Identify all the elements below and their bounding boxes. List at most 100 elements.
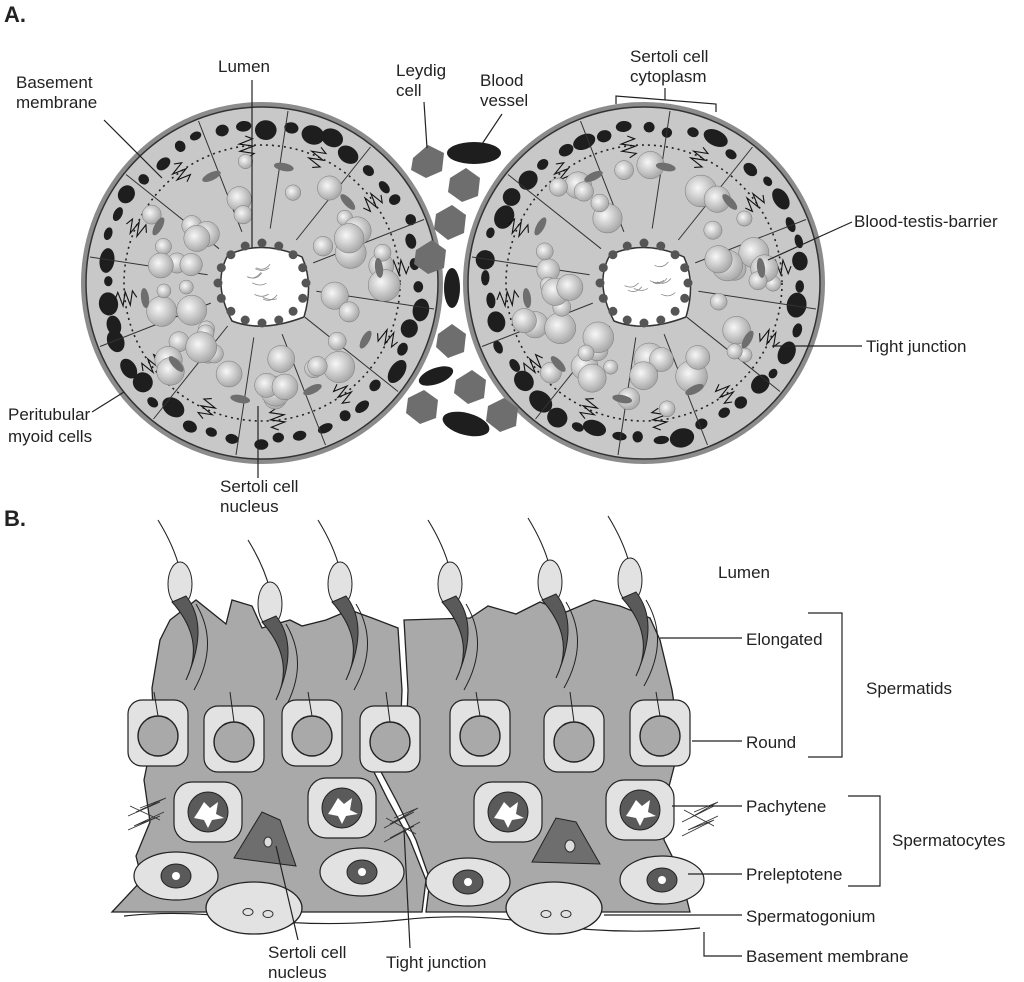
acrosome-line — [475, 691, 481, 717]
label-lumen-a: Lumen — [218, 57, 270, 76]
elongated-spermatid — [441, 595, 469, 681]
tight-junction-zigzag — [306, 146, 328, 168]
spermatogonium-nucleus — [174, 140, 186, 152]
leydig-cell — [434, 205, 466, 240]
lumen-edge-cell — [226, 306, 236, 316]
lumen-edge-cell — [240, 315, 250, 325]
sertoli-nucleus — [140, 288, 150, 309]
lumen-edge-cell — [683, 278, 693, 288]
label-elongated: Elongated — [746, 630, 823, 649]
label-spermatocytes: Spermatocytes — [892, 831, 1005, 850]
label-basement-membrane-a2: membrane — [16, 93, 97, 112]
sertoli-nucleus — [340, 194, 356, 210]
round-spermatid-nucleus — [553, 721, 595, 763]
label-leydig-cell-2: cell — [396, 81, 422, 100]
spermatogonium-nucleus — [734, 396, 748, 409]
tight-junction-b-2 — [383, 807, 421, 843]
germ-cell — [338, 301, 360, 323]
sertoli-nucleus — [584, 170, 603, 182]
germ-cell — [590, 193, 609, 213]
tight-junction-zigzag — [688, 146, 710, 168]
elongated-spermatid — [331, 595, 359, 681]
acrosome-line — [385, 691, 391, 723]
seminiferous-epithelium — [110, 515, 719, 935]
spermatogonium-nucleus — [537, 158, 549, 170]
germ-cell — [577, 363, 607, 393]
spermatogonium-nucleus — [763, 176, 773, 187]
germ-cell — [535, 242, 554, 261]
spermatogonium-nucleus — [138, 174, 149, 185]
label-sertoli-cytoplasm-2: cytoplasm — [630, 67, 707, 86]
tight-junction-zigzag — [578, 398, 600, 420]
flagellum — [627, 286, 643, 292]
sertoli-nucleus — [550, 356, 566, 372]
spermatogonium-nucleus — [397, 342, 408, 356]
lumen-edge-cell — [598, 293, 608, 303]
leydig-cell — [454, 370, 486, 404]
nucleolus — [464, 878, 472, 886]
label-round: Round — [746, 733, 796, 752]
label-sertoli-nucleus-b1: Sertoli cell — [268, 943, 346, 962]
spermatid-outline — [563, 601, 578, 689]
germ-cell — [367, 269, 401, 302]
leydig-cell — [414, 240, 446, 274]
germ-cell — [556, 273, 584, 301]
flagellum — [633, 288, 649, 291]
spermatogonium-nucleus — [339, 410, 351, 422]
spermatogonium-nucleus — [355, 400, 370, 414]
lumen-edge-cell — [213, 278, 223, 288]
blood-vessel — [447, 142, 501, 164]
spermatogonium-nucleus — [189, 131, 202, 141]
spermatogonium — [505, 881, 603, 935]
tight-junction-b-1 — [127, 797, 167, 831]
lumen-edge-cell — [622, 315, 632, 325]
germ-cell — [141, 204, 162, 225]
germ-cell — [179, 253, 203, 277]
germ-cell — [176, 294, 207, 326]
spermatogonium-nucleus — [104, 276, 113, 287]
round-spermatid-nucleus — [213, 721, 255, 763]
lumen-edge-cell — [274, 241, 284, 251]
germ-cell — [179, 279, 194, 295]
germ-cell — [373, 243, 392, 262]
germ-cell — [726, 343, 743, 360]
spermatogonium-nucleus — [785, 217, 796, 233]
label-leydig-cell-1: Leydig — [396, 61, 446, 80]
label-basement-membrane-a1: Basement — [16, 73, 93, 92]
sertoli-cell-boundary — [313, 219, 425, 264]
spermatogonium-nucleus — [292, 430, 307, 441]
sertoli-nucleus — [202, 170, 221, 182]
flagellum — [247, 272, 263, 279]
panel-b-label: B. — [4, 506, 26, 531]
tight-junction-zigzag — [125, 217, 147, 239]
germ-cell — [710, 293, 728, 311]
spermatogonium-nucleus — [612, 431, 627, 441]
spermatogonium-nucleus — [486, 227, 495, 239]
spermatogonium-nucleus — [481, 270, 490, 286]
lumen-edge-cell — [216, 263, 226, 273]
flagellum — [262, 294, 278, 301]
leydig-cell — [411, 145, 444, 178]
blood-vessel — [442, 411, 490, 437]
spermatogonium-nucleus — [369, 379, 381, 392]
lumen-edge-cell — [257, 318, 267, 328]
sertoli-cell-boundary — [471, 256, 590, 276]
sertoli-cell-boundary — [507, 174, 602, 250]
panel-a-label: A. — [4, 2, 26, 27]
spermatogonium-nucleus — [205, 427, 217, 437]
label-spermatids: Spermatids — [866, 679, 952, 698]
lumen-edge-cell — [298, 263, 308, 273]
nucleolus — [172, 872, 180, 880]
spermatid-outline — [353, 603, 368, 691]
spermatogonium-nucleus — [643, 121, 655, 133]
tight-junction-zigzag — [363, 191, 383, 213]
tight-junction-zigzag — [618, 135, 638, 159]
spermatogonium-nucleus — [317, 423, 333, 434]
germ-cell — [629, 361, 658, 390]
sertoli-nucleus-b-right — [531, 817, 601, 865]
blood-vessel — [418, 366, 454, 386]
elongated-spermatid — [261, 615, 289, 701]
leydig-cell — [436, 324, 466, 358]
elongated-spermatid — [541, 593, 569, 679]
germ-cell — [704, 245, 733, 274]
